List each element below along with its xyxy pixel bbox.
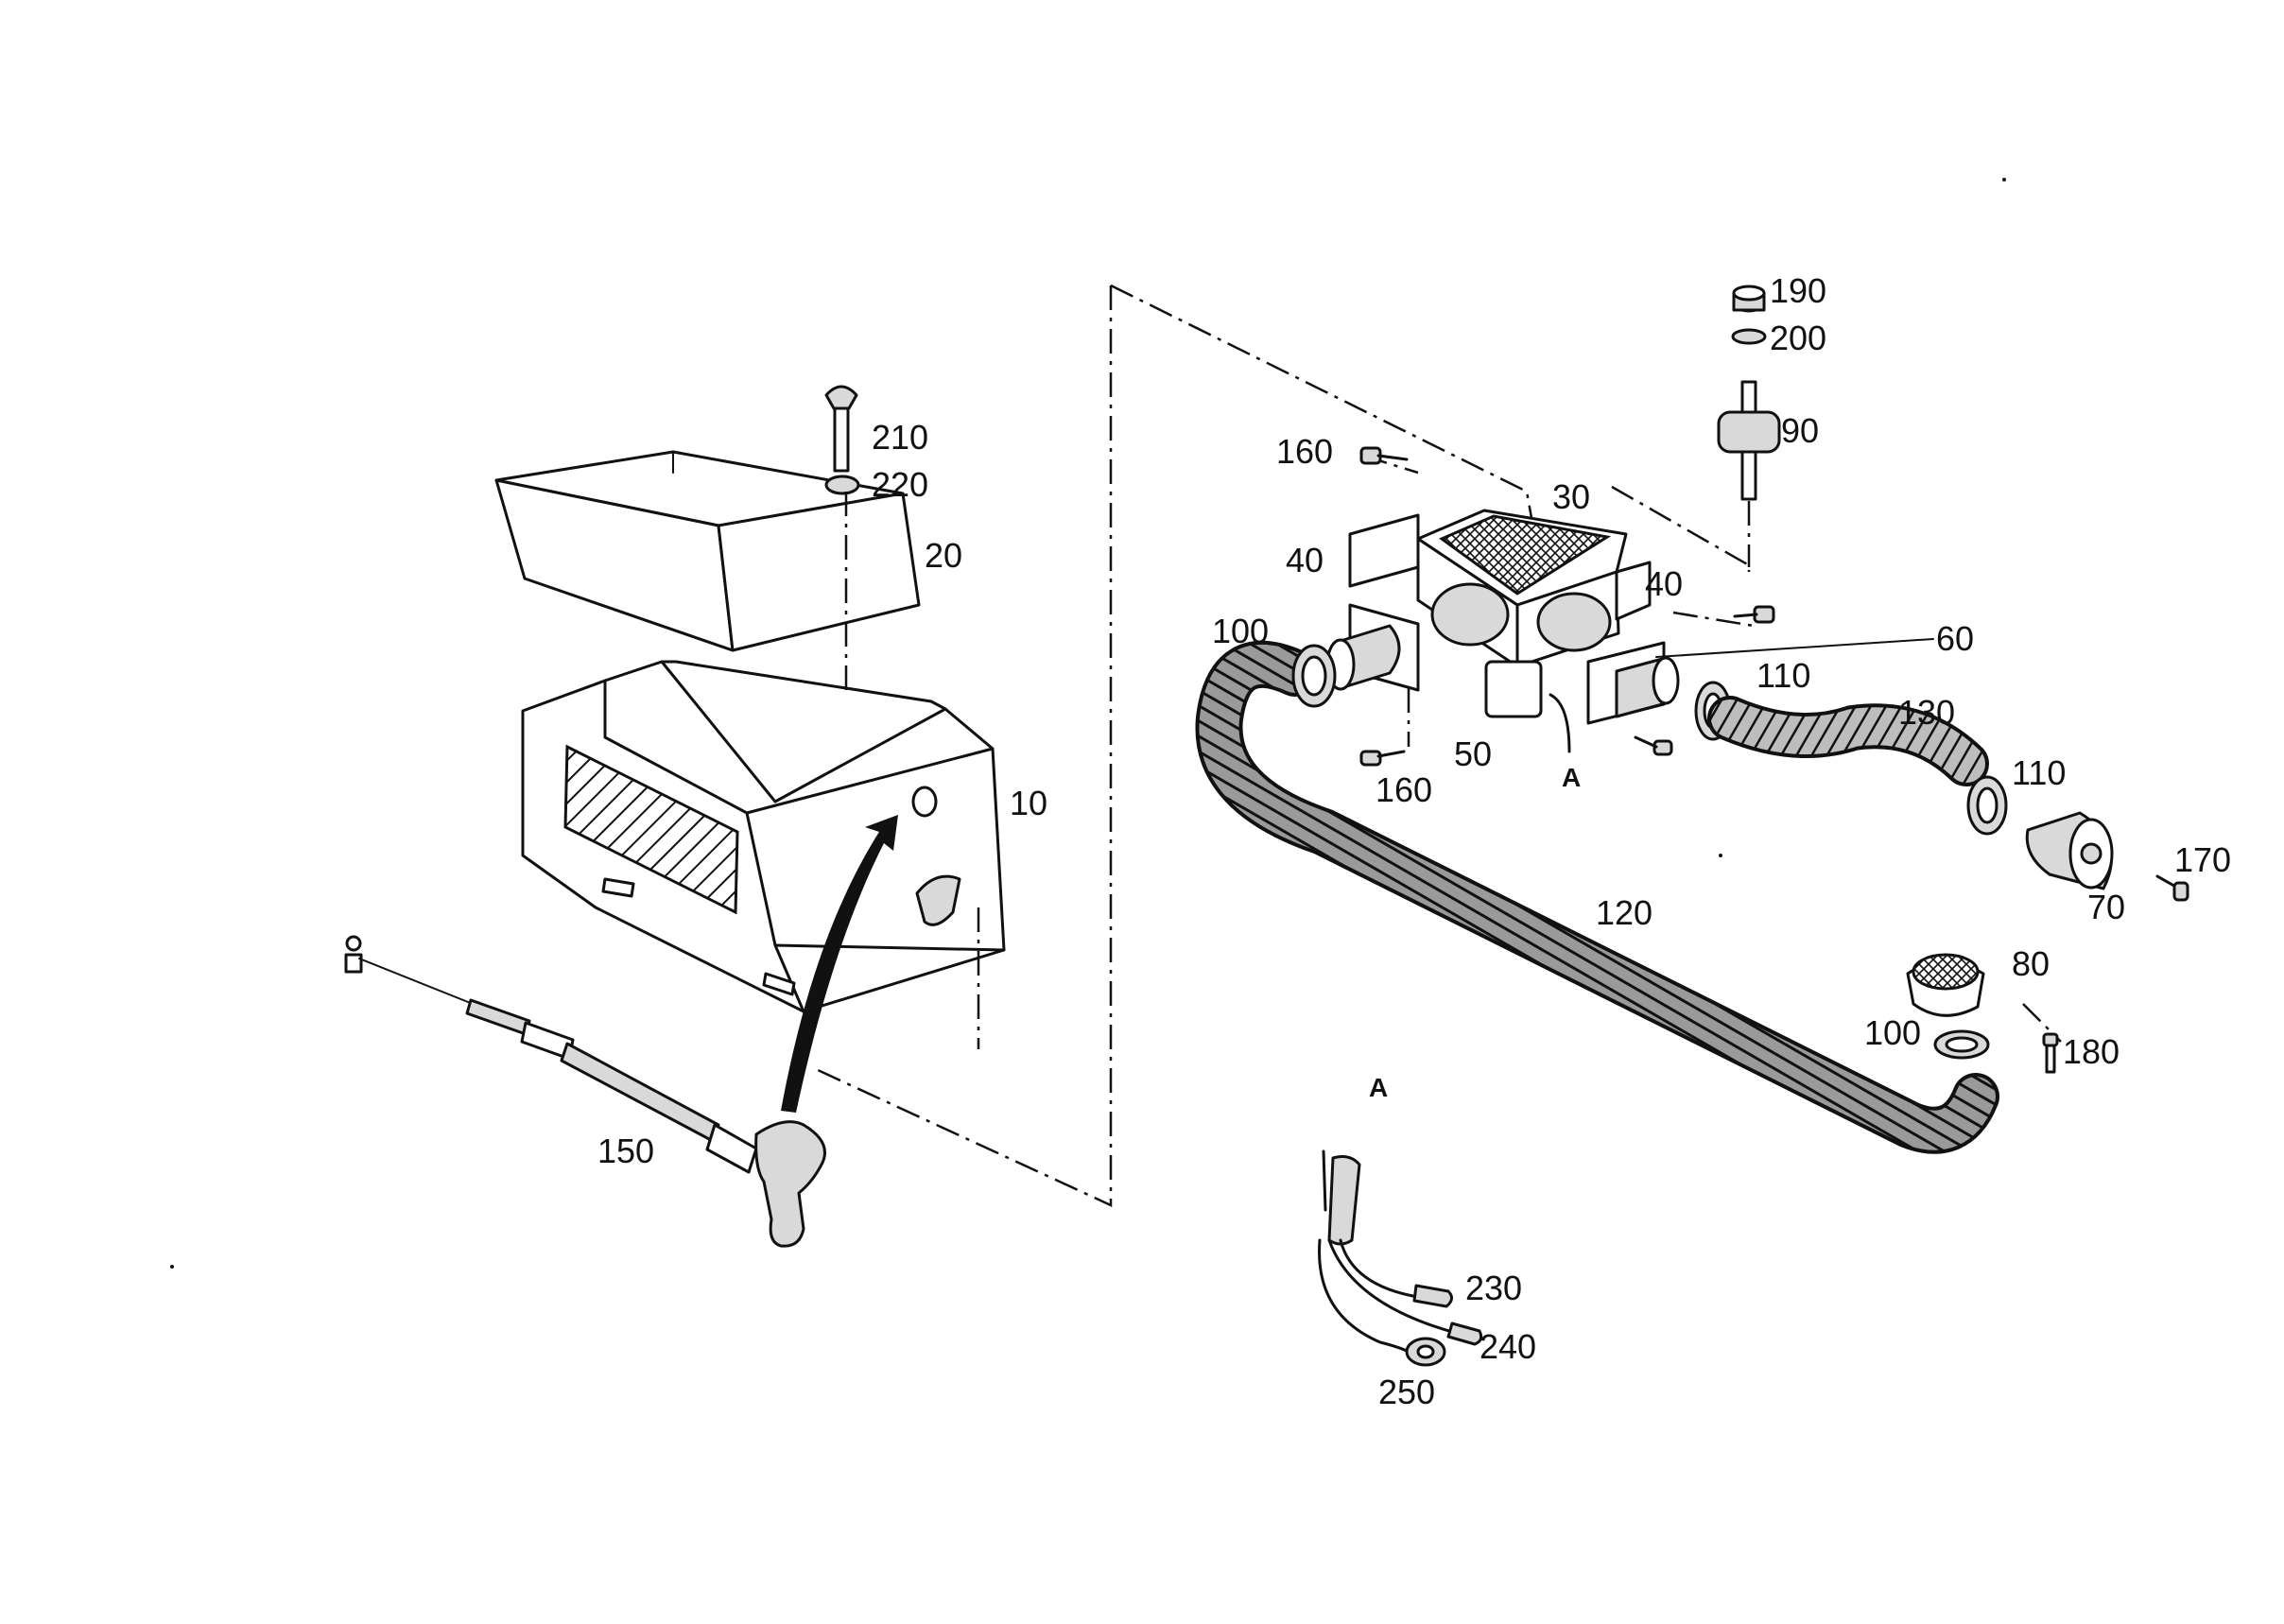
screw-160-lower bbox=[1359, 750, 1406, 767]
label-40-left: 40 bbox=[1286, 541, 1324, 579]
washer-200 bbox=[1731, 328, 1767, 345]
outlet-50 bbox=[1325, 603, 1420, 692]
bolt-210 bbox=[824, 385, 858, 473]
label-200: 200 bbox=[1770, 319, 1826, 357]
stray-dot bbox=[170, 1265, 174, 1269]
screw-170 bbox=[2155, 874, 2189, 902]
round-outlet-80 bbox=[1906, 953, 1985, 1017]
label-170: 170 bbox=[2174, 840, 2231, 879]
label-110-upper: 110 bbox=[1756, 656, 1810, 695]
screw-180 bbox=[2042, 1032, 2059, 1074]
label-120: 120 bbox=[1596, 893, 1652, 932]
label-190: 190 bbox=[1770, 271, 1826, 310]
blower-unit-30 bbox=[1416, 509, 1628, 753]
label-240: 240 bbox=[1479, 1327, 1536, 1366]
label-70: 70 bbox=[2087, 888, 2125, 926]
hose-clamp-100-left bbox=[1291, 644, 1337, 708]
outlet-60 bbox=[1586, 638, 1934, 725]
view-marker-a-callout: A bbox=[1562, 763, 1581, 792]
hose-clamp-110-lower bbox=[1966, 775, 2008, 836]
label-60: 60 bbox=[1936, 619, 1974, 658]
screw-right bbox=[1634, 735, 1673, 756]
label-20: 20 bbox=[925, 536, 962, 575]
label-210: 210 bbox=[872, 418, 928, 457]
label-100-lower: 100 bbox=[1864, 1013, 1921, 1052]
label-230: 230 bbox=[1465, 1269, 1522, 1307]
label-180: 180 bbox=[2063, 1032, 2120, 1071]
housing-10 bbox=[521, 660, 1006, 1013]
tray-20 bbox=[494, 450, 921, 652]
label-110-lower: 110 bbox=[2012, 753, 2066, 792]
nut-190 bbox=[1732, 285, 1766, 313]
label-90: 90 bbox=[1781, 411, 1819, 450]
hose-clamp-100-lower bbox=[1933, 1029, 1990, 1060]
label-50: 50 bbox=[1454, 734, 1492, 773]
label-250: 250 bbox=[1378, 1373, 1435, 1411]
pull-cable-150 bbox=[344, 935, 826, 1248]
hose-130 bbox=[1707, 696, 1989, 786]
hose-120 bbox=[1195, 641, 1999, 1154]
callout-labels: 210 220 20 10 150 190 200 90 160 30 40 4… bbox=[597, 271, 2231, 1411]
rubber-mount-90 bbox=[1717, 380, 1781, 501]
view-marker-a-detail: A bbox=[1369, 1073, 1388, 1102]
label-160-lower: 160 bbox=[1376, 770, 1432, 809]
label-10: 10 bbox=[1010, 784, 1047, 822]
screw-160-upper bbox=[1359, 446, 1409, 465]
nozzle-70 bbox=[2025, 811, 2114, 890]
label-150: 150 bbox=[597, 1132, 654, 1170]
label-100-left: 100 bbox=[1212, 612, 1269, 650]
label-220: 220 bbox=[872, 465, 928, 504]
label-40-right: 40 bbox=[1645, 564, 1683, 603]
label-80: 80 bbox=[2012, 944, 2050, 983]
insertion-arrow bbox=[781, 815, 898, 1113]
flange-plate-40-right bbox=[1615, 561, 1652, 621]
label-30: 30 bbox=[1552, 477, 1590, 516]
stray-dot bbox=[2002, 178, 2006, 181]
label-160-upper: 160 bbox=[1276, 432, 1333, 471]
wiring-harness-detail bbox=[1318, 1149, 1483, 1367]
flange-plate-40-left bbox=[1348, 513, 1420, 588]
label-130: 130 bbox=[1898, 693, 1955, 732]
screw-40-right bbox=[1733, 605, 1775, 624]
stray-dot bbox=[1719, 854, 1722, 857]
washer-220 bbox=[824, 475, 860, 495]
